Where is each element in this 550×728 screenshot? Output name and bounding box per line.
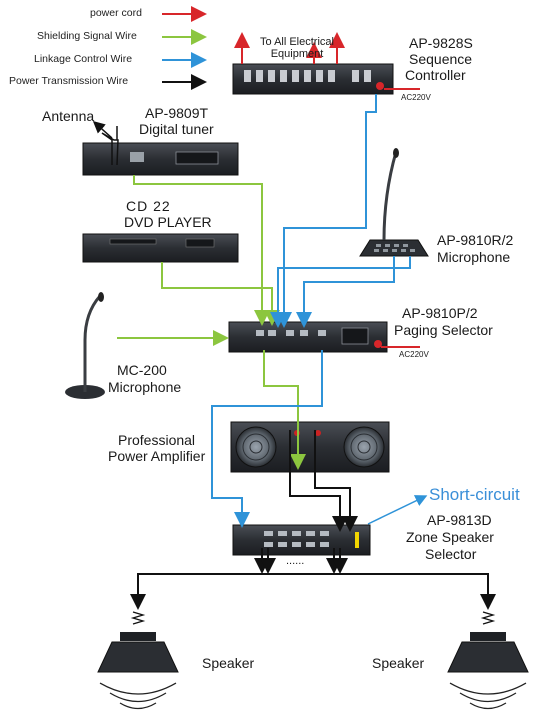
blue-wire-paging-to-zone (211, 350, 323, 528)
antenna-label: Antenna (42, 108, 95, 124)
zone-selector-short-indicator (355, 532, 359, 548)
speaker-left-graphic (97, 611, 179, 710)
speaker-left-label: Speaker (202, 655, 255, 671)
amplifier-fan-left (235, 426, 277, 468)
paging-mic-gooseneck (382, 151, 398, 241)
dvd-name: DVD PLAYER (124, 214, 212, 230)
legend-linkage-label: Linkage Control Wire (34, 53, 133, 65)
paging-mic-head (393, 148, 399, 158)
short-circuit-label: Short-circuit (429, 485, 520, 504)
paging-mic-model: AP-9810R/2 (437, 232, 514, 248)
zone-selector-ports (264, 531, 329, 547)
equipment-note-line1: To All Electrical (260, 36, 334, 48)
black-wire-bus (137, 573, 489, 604)
blue-wire-seq-to-paging (276, 94, 377, 328)
blue-wire-mic-to-paging-2 (296, 256, 395, 328)
sequence-controller-outlets (244, 70, 371, 82)
sequence-controller-name-2: Controller (405, 67, 466, 83)
dvd-tray (109, 238, 157, 245)
tuner-name: Digital tuner (139, 121, 214, 137)
black-wire-amp-2 (314, 430, 358, 532)
mc200-name: Microphone (108, 379, 182, 395)
paging-selector-power-label: AC220V (399, 350, 429, 359)
dvd-unit (82, 233, 239, 263)
amplifier-fan-right (343, 426, 385, 468)
speaker-right-graphic (447, 611, 529, 710)
tuner-display (175, 151, 219, 165)
dvd-model: CD 22 (126, 198, 171, 214)
sequence-controller-power-label: AC220V (401, 93, 431, 102)
green-wire-tuner (133, 175, 270, 326)
mc200-mic-gooseneck (83, 295, 102, 392)
zone-selector-name-1: Zone Speaker (406, 529, 494, 545)
zone-selector-model: AP-9813D (427, 512, 492, 528)
paging-selector-ports (256, 330, 326, 336)
mc200-mic-head (98, 292, 104, 302)
legend-shielding-label: Shielding Signal Wire (37, 30, 137, 42)
speaker-right-label: Speaker (372, 655, 425, 671)
tuner-model: AP-9809T (145, 105, 209, 121)
sequence-controller-name-1: Sequence (409, 51, 473, 67)
sequence-controller-model: AP-9828S (409, 35, 473, 51)
mc200-model: MC-200 (117, 362, 167, 378)
green-wire-amp (263, 350, 306, 470)
legend-power-transmission-label: Power Transmission Wire (9, 75, 129, 87)
dvd-display (185, 238, 215, 248)
paging-mic-name: Microphone (437, 249, 511, 265)
zone-selector-name-2: Selector (425, 546, 477, 562)
short-circuit-arrow (367, 495, 428, 525)
antenna-wire (101, 132, 119, 166)
legend-power-cord-label: power cord (90, 7, 142, 19)
amplifier-fan-grills (242, 433, 378, 461)
green-wire-dvd (161, 262, 280, 326)
paging-mic-keys (374, 244, 415, 252)
paging-selector-display (341, 327, 369, 345)
amplifier-label-1: Professional (118, 432, 196, 448)
tuner-buttons (130, 152, 144, 162)
equipment-note-line2: Equipment (270, 48, 324, 60)
black-wire-amp-1 (289, 430, 348, 532)
paging-selector-power-knob (374, 340, 382, 348)
paging-selector-name: Paging Selector (394, 322, 493, 338)
paging-selector-model: AP-9810P/2 (402, 305, 478, 321)
amplifier-knob-2 (315, 430, 321, 436)
antenna-arrow (92, 121, 113, 139)
sequence-controller-power-knob (376, 82, 384, 90)
blue-wire-mic-to-paging (270, 256, 411, 328)
amplifier-label-2: Power Amplifier (108, 448, 206, 464)
paging-mic-base (359, 239, 429, 257)
zone-selector-dots: ...... (286, 555, 305, 567)
